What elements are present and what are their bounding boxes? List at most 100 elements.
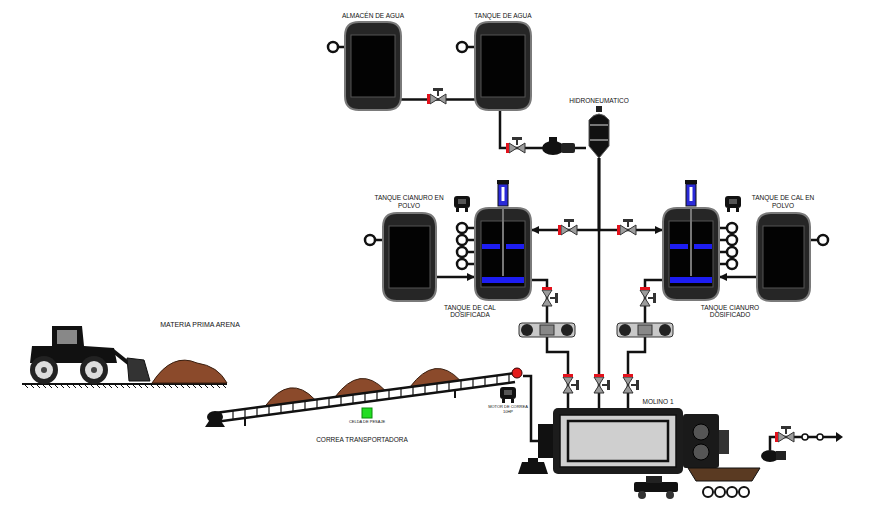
motor-symbol — [454, 196, 470, 212]
discharge-tray — [688, 468, 760, 481]
pipe-connector — [598, 158, 601, 408]
raw-material-loader-outline — [22, 318, 260, 388]
conveyor-belt-outline — [448, 382, 449, 391]
mill-drive-gear — [693, 444, 709, 460]
label-holder: CORREA TRANSPORTADORA — [302, 436, 422, 443]
water-tank-outline — [481, 35, 525, 97]
discharge-line — [802, 434, 808, 440]
conveyor-belt-outline — [484, 377, 485, 386]
raw-material-loader-outline — [91, 367, 97, 373]
load-cell — [362, 408, 372, 418]
conveyor-belt-outline — [268, 406, 269, 415]
dosing-tank-outline — [482, 244, 500, 249]
dosing-tank-outline — [663, 208, 719, 300]
pump-symbol — [542, 137, 575, 155]
dosing-tank-outline — [475, 208, 531, 300]
conveyor-belt-outline — [388, 390, 389, 399]
dosing-tank: TANQUE DE CAL DOSIFICADA — [475, 208, 531, 300]
raw-material-loader-outline — [186, 384, 190, 388]
conveyor-belt-outline — [280, 404, 281, 413]
pump-symbol — [549, 137, 557, 142]
valve-symbol — [558, 219, 577, 235]
conveyor-belt-outline — [205, 421, 225, 427]
label-holder: CELDA DE PESAJE — [344, 420, 390, 425]
conveyor-belt-outline — [512, 368, 522, 378]
coil-ring — [719, 223, 737, 233]
coil-ring — [457, 42, 475, 52]
raw-material-loader-outline — [108, 384, 112, 388]
conveyor-belt-outline — [412, 387, 413, 396]
raw-material-loader-outline — [54, 384, 58, 388]
dosing-tank-outline — [502, 208, 504, 276]
raw-material-loader-outline — [30, 384, 34, 388]
discharge-line — [817, 434, 823, 440]
raw-material-loader-outline — [138, 384, 142, 388]
hydropneumatic-vessel-outline — [586, 110, 612, 158]
raw-material-loader-outline — [216, 384, 220, 388]
coil-ring — [719, 247, 737, 257]
label-holder: HIDRONEUMATICO — [559, 97, 639, 104]
mill-drive-gear — [693, 424, 709, 440]
pipe-connector — [719, 276, 757, 279]
dosing-tank-outline — [694, 244, 712, 249]
discharge-tray — [715, 487, 725, 497]
conveyor-belt: CORREA TRANSPORTADORA — [205, 365, 523, 427]
dosing-tank-outline — [475, 208, 531, 300]
water-storage-tank-outline — [345, 22, 401, 110]
raw-material-loader-outline — [210, 384, 214, 388]
label-holder: MOLINO 1 — [633, 398, 683, 405]
raw-material-loader-outline — [48, 384, 52, 388]
mill-feed-trunnion — [518, 424, 553, 474]
raw-material-loader-outline — [57, 330, 77, 344]
raw-material-loader-outline — [41, 367, 47, 373]
valve-symbol — [427, 88, 446, 104]
hydropneumatic-vessel-outline — [590, 125, 608, 126]
conveyor-belt-outline — [340, 396, 341, 405]
conveyor-belt-outline — [472, 379, 473, 388]
powder-tank: TANQUE CIANURO EN POLVO — [383, 213, 436, 301]
conveyor-belt-outline — [292, 403, 293, 412]
raw-material-loader-outline — [198, 384, 202, 388]
coil-ring — [719, 235, 737, 245]
conveyor-belt-outline — [205, 365, 523, 427]
valve-symbol — [506, 137, 525, 153]
raw-material-loader-outline — [85, 361, 103, 379]
label-holder: ALMACÉN DE AGUA — [333, 12, 413, 19]
mill-drive-gear — [683, 414, 719, 468]
node-label: ALMACÉN DE AGUA — [333, 12, 413, 19]
mill-feed-trunnion — [528, 458, 538, 464]
discharge-tray — [727, 487, 737, 497]
load-cell-label: CELDA DE PESAJE — [344, 420, 390, 425]
coil-ring — [365, 235, 383, 245]
flow-meter — [617, 323, 673, 337]
raw-material-loader-outline — [127, 358, 150, 381]
node-label: TANQUE DE CAL DOSIFICADA — [439, 304, 501, 319]
conveyor-belt-outline — [460, 380, 461, 389]
flow-meter — [519, 323, 575, 337]
coil-ring — [457, 259, 475, 269]
powder-tank-outline — [389, 226, 430, 288]
powder-tank: TANQUE DE CAL EN POLVO — [757, 213, 810, 301]
water-tank-outline — [475, 22, 531, 110]
hydropneumatic-vessel-outline — [589, 114, 609, 158]
raw-material-loader-outline — [162, 384, 166, 388]
hydropneumatic-vessel: HIDRONEUMATICO — [586, 110, 612, 158]
coil-ring — [457, 235, 475, 245]
pipe-connector — [531, 280, 568, 408]
conveyor-belt-outline — [436, 383, 437, 392]
conveyor-belt-outline — [496, 375, 497, 384]
node-label: TANQUE DE CAL EN POLVO — [744, 194, 822, 209]
pipe-connector — [628, 280, 663, 408]
water-storage-tank: ALMACÉN DE AGUA — [345, 22, 401, 110]
ball-mill-outline — [553, 408, 683, 474]
conveyor-belt-outline — [352, 395, 353, 404]
label-holder: MOTOR DE CORREA 10HP — [484, 405, 532, 414]
pipe-connector — [436, 276, 475, 279]
valve-symbol — [623, 374, 639, 393]
raw-material-loader-outline — [102, 384, 106, 388]
raw-material-loader-outline — [150, 384, 154, 388]
dosing-tank-outline — [663, 208, 719, 300]
